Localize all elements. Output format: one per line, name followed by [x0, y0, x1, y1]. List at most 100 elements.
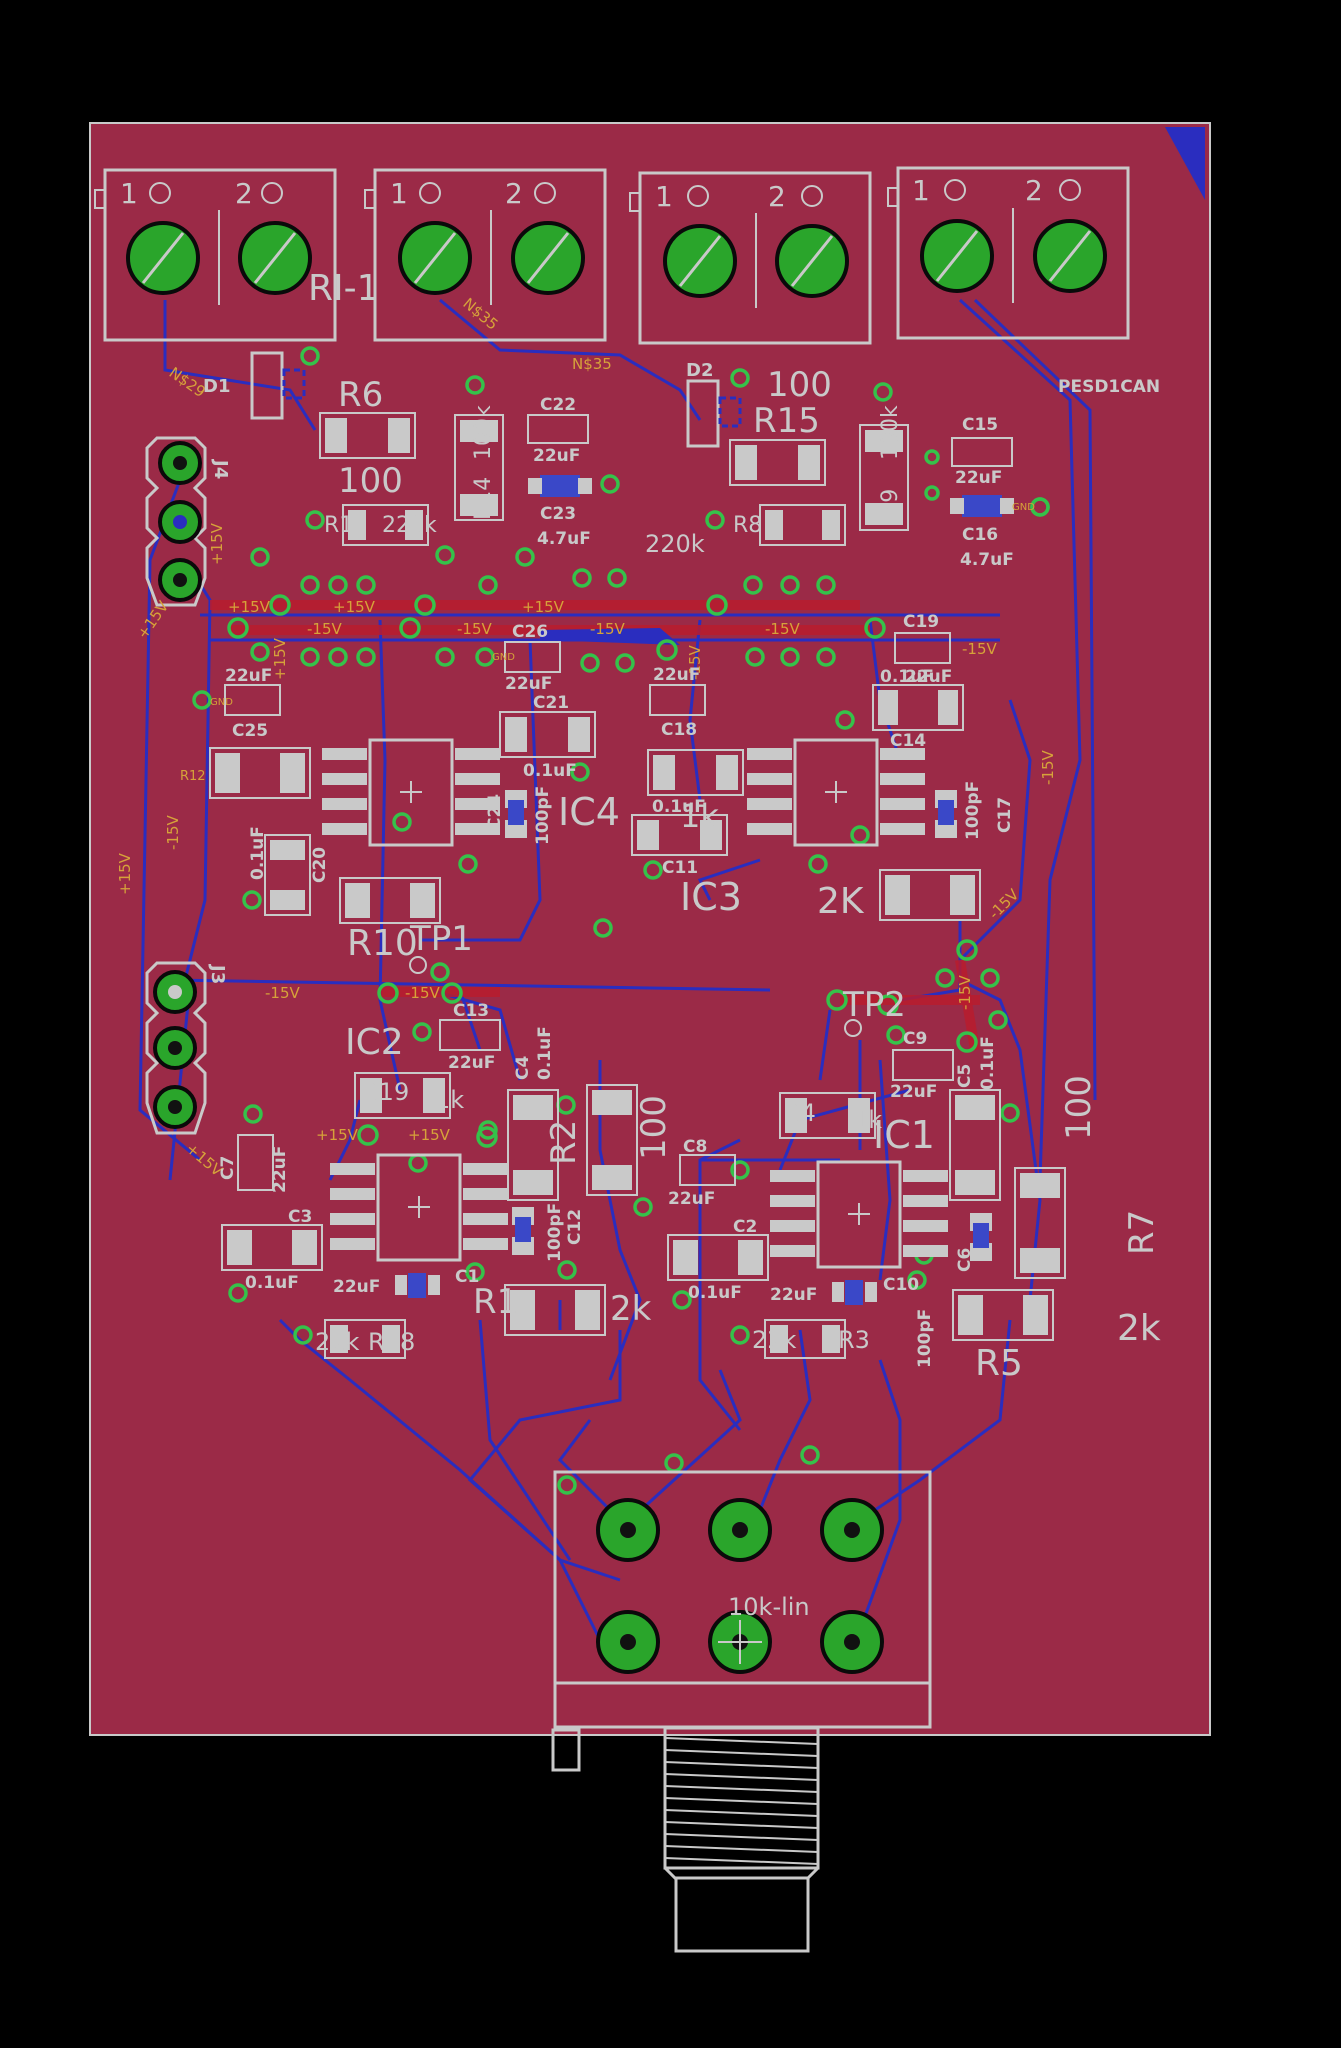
- rail-m15-vert-label-2: -15V: [1039, 750, 1057, 785]
- c21-label: C21: [533, 693, 569, 713]
- pcb-board: [89, 122, 1211, 1736]
- d2-label: D2: [686, 360, 713, 381]
- rail-p15-label-5: +15V: [408, 1126, 451, 1144]
- c3-label: C3: [288, 1207, 312, 1227]
- c5-label: C5: [955, 1064, 975, 1088]
- c9-label: C9: [903, 1029, 927, 1049]
- rail-p15-label-2: +15V: [333, 598, 376, 616]
- rail-m15-label-3: -15V: [590, 620, 625, 638]
- terminal2-pin-2-label: 2: [505, 177, 523, 210]
- component-labels: R6 100 R14 100k C22 22uF C23 4.7uF R13 2…: [180, 365, 1162, 1384]
- c5-value: 0.1uF: [978, 1036, 998, 1090]
- pot-value-label: 10k-lin: [728, 1593, 810, 1621]
- r6-value: 100: [338, 461, 403, 501]
- terminal-block-3: 1 2: [629, 171, 872, 345]
- ic3-footprint: [747, 738, 925, 847]
- header-j3: J3: [145, 961, 228, 1135]
- c8-value: 22uF: [668, 1189, 715, 1209]
- c17-label: C17: [995, 797, 1015, 833]
- diode-d2: D2: [686, 360, 742, 448]
- rail-m15-vert-label: -15V: [164, 815, 182, 850]
- r13-value: 220k: [382, 513, 437, 538]
- r6-label: R6: [338, 375, 383, 415]
- c4-label: C4: [513, 1056, 533, 1080]
- terminal4-pin-1-label: 1: [912, 174, 930, 207]
- r12-label: R12: [180, 769, 206, 784]
- c12-label: C12: [565, 1209, 585, 1245]
- tp1-label: TP1: [409, 919, 473, 959]
- c6-label: C6: [955, 1248, 975, 1272]
- board-corner-marker: [1165, 127, 1205, 200]
- rail-m15-vert-label-4: -15V: [686, 645, 704, 680]
- test-points: [409, 956, 862, 1037]
- c18-label: C18: [661, 720, 697, 740]
- c15-label: C15: [962, 415, 998, 435]
- r7-value: 100: [1059, 1075, 1099, 1140]
- c10-cap-value: 22uF: [770, 1285, 817, 1305]
- c14-value: 22uF: [905, 667, 952, 687]
- r5-value: 2k: [1117, 1308, 1161, 1349]
- r3-value: 22k: [752, 1326, 797, 1354]
- rail-p15-vert-label: +15V: [116, 852, 134, 895]
- c22-value: 22uF: [533, 446, 580, 466]
- c22-label: C22: [540, 395, 576, 415]
- rail-m15-label-7: -15V: [405, 984, 440, 1002]
- c13-value: 22uF: [448, 1053, 495, 1073]
- c21-value: 0.1uF: [523, 761, 577, 781]
- ic2-footprint: [330, 1153, 508, 1262]
- gnd-label-1: GND: [1012, 502, 1035, 513]
- j4-label: J4: [210, 458, 231, 479]
- c18-value: 22uF: [653, 665, 700, 685]
- terminal-block-1: 1 2 RI-1: [94, 168, 380, 342]
- terminal-pin-2-label: 2: [235, 177, 253, 210]
- d1-label: D1: [203, 376, 230, 397]
- c20-label: C20: [310, 847, 330, 883]
- c12-value: 100pF: [545, 1203, 565, 1262]
- c16-value: 4.7uF: [960, 550, 1014, 570]
- r18-label: R18: [368, 1328, 415, 1356]
- c17-value: 100pF: [963, 781, 983, 840]
- r8-label: R8: [733, 513, 762, 538]
- c25-value: 22uF: [225, 666, 272, 686]
- c11-value: 0.1uF: [652, 797, 706, 817]
- r14-value: 100k: [471, 405, 496, 460]
- c2-label: C2: [733, 1217, 757, 1237]
- r15-value: 100: [767, 365, 832, 405]
- c10-label: C10: [883, 1275, 919, 1295]
- c1-value: 22uF: [333, 1277, 380, 1297]
- r7-label: R7: [1122, 1210, 1162, 1255]
- terminal-pin-1-label: 1: [120, 177, 138, 210]
- c3-value: 0.1uF: [245, 1273, 299, 1293]
- terminal-block-4: 1 2: [887, 166, 1130, 340]
- ic3-label: IC3: [680, 875, 742, 919]
- smd-footprints: [209, 412, 1066, 1359]
- r8-value: 220k: [645, 530, 705, 558]
- r5-label: R5: [975, 1343, 1023, 1384]
- bottom-traces: [138, 298, 1097, 1641]
- rail-m15-label-2: -15V: [457, 620, 492, 638]
- r19-label: R19: [362, 1078, 409, 1106]
- c9-value: 22uF: [890, 1082, 937, 1102]
- r19-value: 1k: [435, 1086, 464, 1114]
- r3-label: R3: [838, 1326, 870, 1354]
- c4-value: 0.1uF: [535, 1026, 555, 1080]
- r4-label: R4: [784, 1099, 816, 1127]
- rail-m15-label-5: -15V: [962, 640, 997, 658]
- gnd-label-2: GND: [210, 697, 233, 708]
- c8-label: C8: [683, 1137, 707, 1157]
- r1-value: 2k: [610, 1289, 652, 1329]
- c23-value: 4.7uF: [537, 529, 591, 549]
- header-j4: J4: [145, 436, 231, 607]
- r9-label: R9: [878, 489, 903, 518]
- rail-m15-label-6: -15V: [265, 984, 300, 1002]
- rail-m15-vert-label-3: -15V: [956, 975, 974, 1010]
- c1-label: C1: [455, 1267, 479, 1287]
- rail-m15-label-1: -15V: [307, 620, 342, 638]
- terminal3-pin-1-label: 1: [655, 180, 673, 213]
- c7-label: C7: [218, 1156, 238, 1180]
- gnd-label-3: GND: [492, 652, 515, 663]
- r11-value: 1k: [680, 797, 719, 835]
- r13-label: R13: [324, 513, 367, 538]
- c11-label: C11: [662, 858, 698, 878]
- c15-value: 22uF: [955, 468, 1002, 488]
